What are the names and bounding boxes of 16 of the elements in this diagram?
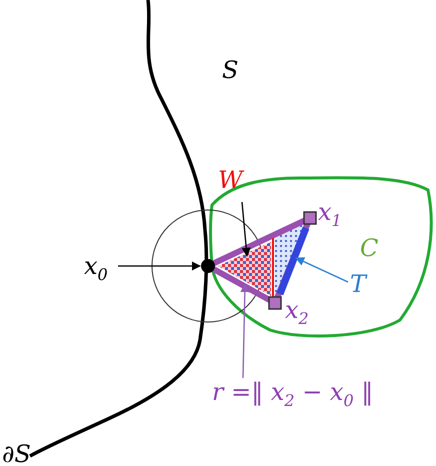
label: C: [360, 236, 378, 260]
hatched-region: [218, 242, 271, 296]
leader-line: [295, 257, 348, 283]
point-marker: [201, 259, 215, 273]
label: S: [222, 58, 238, 82]
label: x$_{1}$: [318, 200, 342, 229]
label: W: [218, 168, 243, 192]
label: ∂S: [2, 442, 31, 466]
label: x$_{2}$: [285, 298, 309, 327]
edge-bar: [276, 226, 310, 296]
label: T: [350, 272, 366, 296]
leader-line: [240, 283, 250, 378]
leader-line: [118, 261, 201, 271]
formula-label: r =‖ x$_{2}$ − x$_{0}$ ‖: [212, 380, 374, 409]
leader-line: [241, 202, 251, 257]
label: x$_{0}$: [84, 254, 108, 283]
